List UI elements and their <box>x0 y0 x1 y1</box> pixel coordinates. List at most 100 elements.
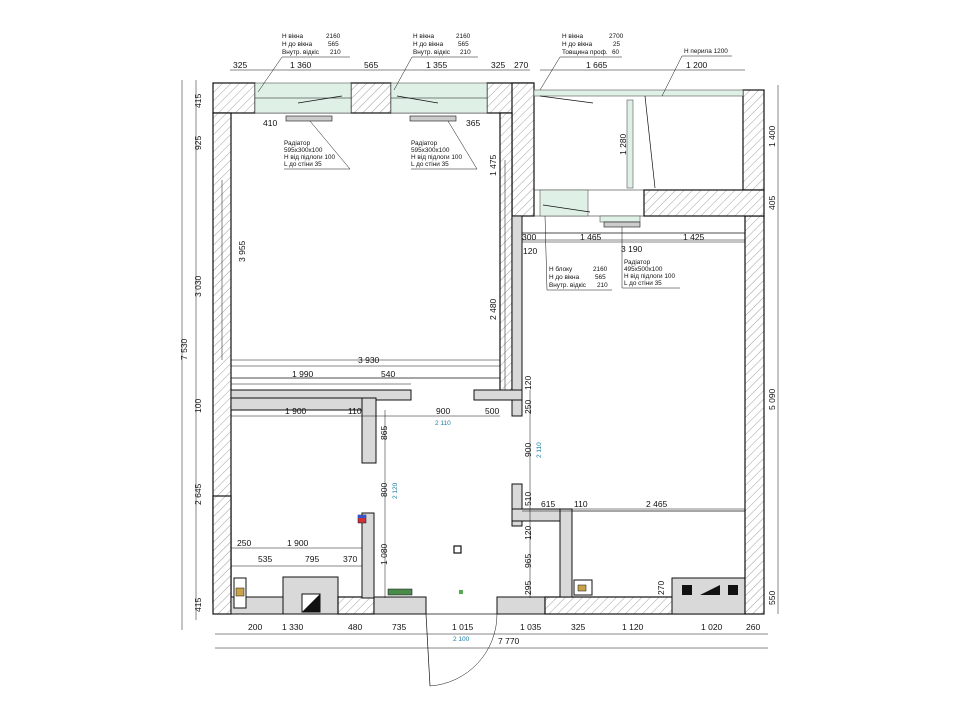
note-radiator-2: Радіатор 595x300x100 Н від підлоги 100 L… <box>411 120 478 170</box>
svg-text:L до стіни 35: L до стіни 35 <box>411 160 449 168</box>
wall-left-lower-column <box>212 495 232 615</box>
dim-bottom-2: 1 330 <box>282 622 304 632</box>
svg-text:60: 60 <box>612 49 620 56</box>
dim-loggia-w3: 1 425 <box>683 232 705 242</box>
svg-text:Н до вікна: Н до вікна <box>413 40 444 48</box>
svg-text:Радіатор: Радіатор <box>624 258 651 266</box>
wall-top-left-pier <box>212 82 256 114</box>
dim-top-3: 565 <box>364 60 378 70</box>
balcony-block <box>599 215 641 223</box>
dim-loggia-side: 1 475 <box>488 154 498 176</box>
dim-corridor-1: 1 900 <box>285 406 307 416</box>
wall-bottom-door-left <box>373 596 427 615</box>
wall-loggia-bottom <box>643 189 765 217</box>
door-height-2: 2 110 <box>536 442 543 458</box>
svg-text:495x500x100: 495x500x100 <box>624 266 663 273</box>
svg-text:Н до вікна: Н до вікна <box>549 273 580 281</box>
dim-wall-250: 250 <box>523 400 533 414</box>
svg-text:Н до вікна: Н до вікна <box>282 40 313 48</box>
dim-bottom-3: 480 <box>348 622 362 632</box>
svg-text:Внутр. відкіс: Внутр. відкіс <box>282 48 320 56</box>
dim-bottom-7: 325 <box>571 622 585 632</box>
dim-right-3: 5 090 <box>767 388 777 410</box>
dim-rad-offset-1: 410 <box>263 118 277 128</box>
dim-top-1: 325 <box>233 60 247 70</box>
fixtures <box>233 514 738 613</box>
wall-loggia-left <box>511 82 535 217</box>
wall-room-right <box>499 112 513 394</box>
dim-bottom-1: 200 <box>248 622 262 632</box>
dim-right-2: 405 <box>767 196 777 210</box>
balcony-door <box>539 189 589 217</box>
svg-text:Н від підлоги 100: Н від підлоги 100 <box>411 153 462 161</box>
window-loggia-left <box>626 99 634 189</box>
svg-text:L до стіни 35: L до стіни 35 <box>624 279 662 287</box>
wall-bottom-right-unit <box>671 577 746 615</box>
dim-bottom-4: 735 <box>392 622 406 632</box>
dim-corridor-4: 500 <box>485 406 499 416</box>
svg-text:Товщина проф.: Товщина проф. <box>562 49 608 56</box>
dim-left-3: 3 030 <box>193 275 203 297</box>
dim-wall-120: 120 <box>523 376 533 390</box>
dim-top-2: 1 360 <box>290 60 312 70</box>
radiator-2 <box>409 115 457 122</box>
dim-right-1: 1 400 <box>767 125 777 147</box>
svg-text:L до стіни 35: L до стіни 35 <box>284 160 322 168</box>
dim-left-total: 7 530 <box>179 338 189 360</box>
dim-loggia-height: 1 280 <box>618 133 628 155</box>
entrance-door <box>425 613 498 687</box>
dim-left-4: 100 <box>193 399 203 413</box>
door-height-3: 2 120 <box>392 482 399 499</box>
dim-bottom-5: 1 015 <box>452 622 474 632</box>
wall-bath-stub <box>361 397 377 464</box>
wall-right <box>744 215 765 615</box>
note-radiator-1: Радіатор 595x300x100 Н від підлоги 100 L… <box>284 120 351 170</box>
svg-text:2160: 2160 <box>593 266 608 273</box>
walls <box>212 82 765 615</box>
dim-left-inner: 3 955 <box>237 240 247 262</box>
dim-v-965: 965 <box>523 554 533 568</box>
svg-text:2160: 2160 <box>326 33 341 40</box>
dim-loggia-gap: 120 <box>523 246 537 256</box>
dim-top-4: 1 355 <box>426 60 448 70</box>
dim-top-6: 270 <box>514 60 528 70</box>
dim-v-1080: 1 080 <box>379 543 389 565</box>
dim-bottom-6: 1 035 <box>520 622 542 632</box>
radiator-1 <box>285 115 333 122</box>
windows <box>254 82 744 223</box>
dim-left-2: 925 <box>193 136 203 150</box>
svg-text:Радіатор: Радіатор <box>411 139 438 147</box>
wall-top-mid-pier <box>350 82 392 114</box>
dim-v-295: 295 <box>523 581 533 595</box>
svg-text:210: 210 <box>597 282 608 289</box>
dim-left-1: 415 <box>193 94 203 108</box>
dim-top-5: 325 <box>491 60 505 70</box>
svg-text:Н вікна: Н вікна <box>413 32 435 40</box>
svg-text:2700: 2700 <box>609 33 624 40</box>
dim-bath-4: 795 <box>305 554 319 564</box>
window-right-sill-1 <box>682 585 692 595</box>
floor-point <box>459 590 463 594</box>
heater-kitchen-inner <box>577 584 587 592</box>
dim-bottom-10: 260 <box>746 622 760 632</box>
dim-rad-offset-2: 365 <box>466 118 480 128</box>
wall-kitchen-stub <box>511 483 523 527</box>
dim-loggia-w2: 1 465 <box>580 232 602 242</box>
wall-bath-lower <box>361 512 375 599</box>
dim-bath-3: 535 <box>258 554 272 564</box>
svg-text:210: 210 <box>330 49 341 56</box>
dim-v-270: 270 <box>656 581 666 595</box>
dim-kitchen-1: 615 <box>541 499 555 509</box>
svg-text:565: 565 <box>595 274 606 281</box>
boiler-left-inner <box>235 587 245 597</box>
dimension-labels: 325 1 360 565 1 355 325 270 1 665 1 200 … <box>179 60 777 646</box>
dim-partition-2: 540 <box>381 369 395 379</box>
window-loggia <box>533 89 744 97</box>
dim-v-120b: 120 <box>523 526 533 540</box>
dim-top-8: 1 200 <box>686 60 708 70</box>
dim-partition-1: 1 990 <box>292 369 314 379</box>
electric-panel-top <box>358 515 366 518</box>
svg-text:565: 565 <box>458 41 469 48</box>
